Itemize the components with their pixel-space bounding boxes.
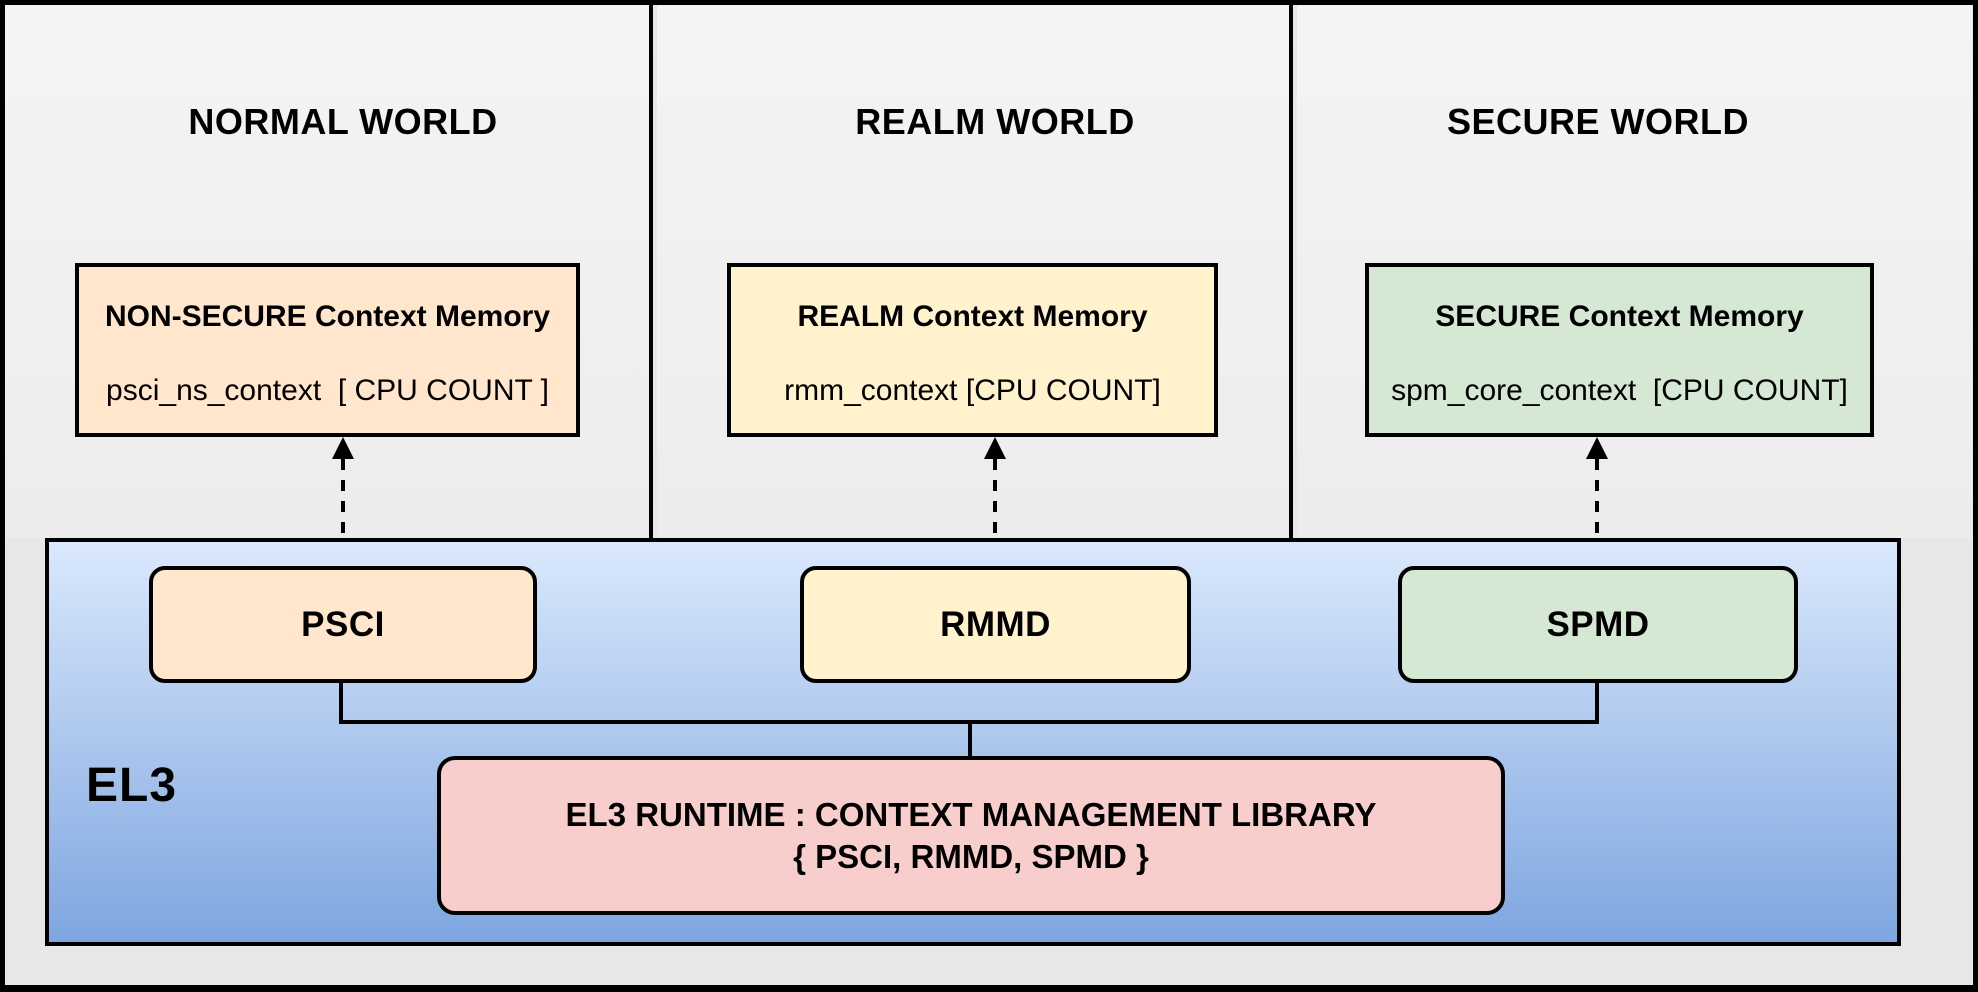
- rmmd-box: RMMD: [800, 566, 1191, 683]
- runtime-line2: { PSCI, RMMD, SPMD }: [793, 837, 1149, 875]
- dashed-line: [1595, 459, 1599, 544]
- normal-world-title: NORMAL WORLD: [188, 101, 498, 142]
- connector-runtime-drop: [968, 722, 972, 758]
- el3-runtime-context-management-box: EL3 RUNTIME : CONTEXT MANAGEMENT LIBRARY…: [437, 756, 1505, 915]
- el3-label: EL3: [86, 759, 178, 812]
- connector-psci-drop: [339, 681, 343, 722]
- realm-context-memory-box: REALM Context Memory rmm_context [CPU CO…: [727, 263, 1218, 437]
- psci-box: PSCI: [149, 566, 537, 683]
- secure-context-memory-code: spm_core_context [CPU COUNT]: [1391, 374, 1848, 407]
- arrowhead-up-icon: [332, 437, 354, 459]
- realm-context-memory-title: REALM Context Memory: [797, 300, 1148, 333]
- spmd-box: SPMD: [1398, 566, 1798, 683]
- non-secure-context-memory-title: NON-SECURE Context Memory: [104, 300, 551, 333]
- dashed-line: [993, 459, 997, 544]
- secure-world-title: SECURE WORLD: [1447, 101, 1749, 142]
- arrowhead-up-icon: [984, 437, 1006, 459]
- realm-world-title: REALM WORLD: [855, 101, 1135, 142]
- runtime-line1: EL3 RUNTIME : CONTEXT MANAGEMENT LIBRARY: [565, 795, 1377, 833]
- dashed-line: [341, 459, 345, 544]
- non-secure-context-memory-box: NON-SECURE Context Memory psci_ns_contex…: [75, 263, 580, 437]
- realm-context-memory-code: rmm_context [CPU COUNT]: [784, 374, 1161, 407]
- secure-context-memory-title: SECURE Context Memory: [1435, 300, 1804, 333]
- connector-spmd-drop: [1595, 681, 1599, 722]
- secure-context-memory-box: SECURE Context Memory spm_core_context […: [1365, 263, 1874, 437]
- non-secure-context-memory-code: psci_ns_context [ CPU COUNT ]: [106, 374, 549, 407]
- arrowhead-up-icon: [1586, 437, 1608, 459]
